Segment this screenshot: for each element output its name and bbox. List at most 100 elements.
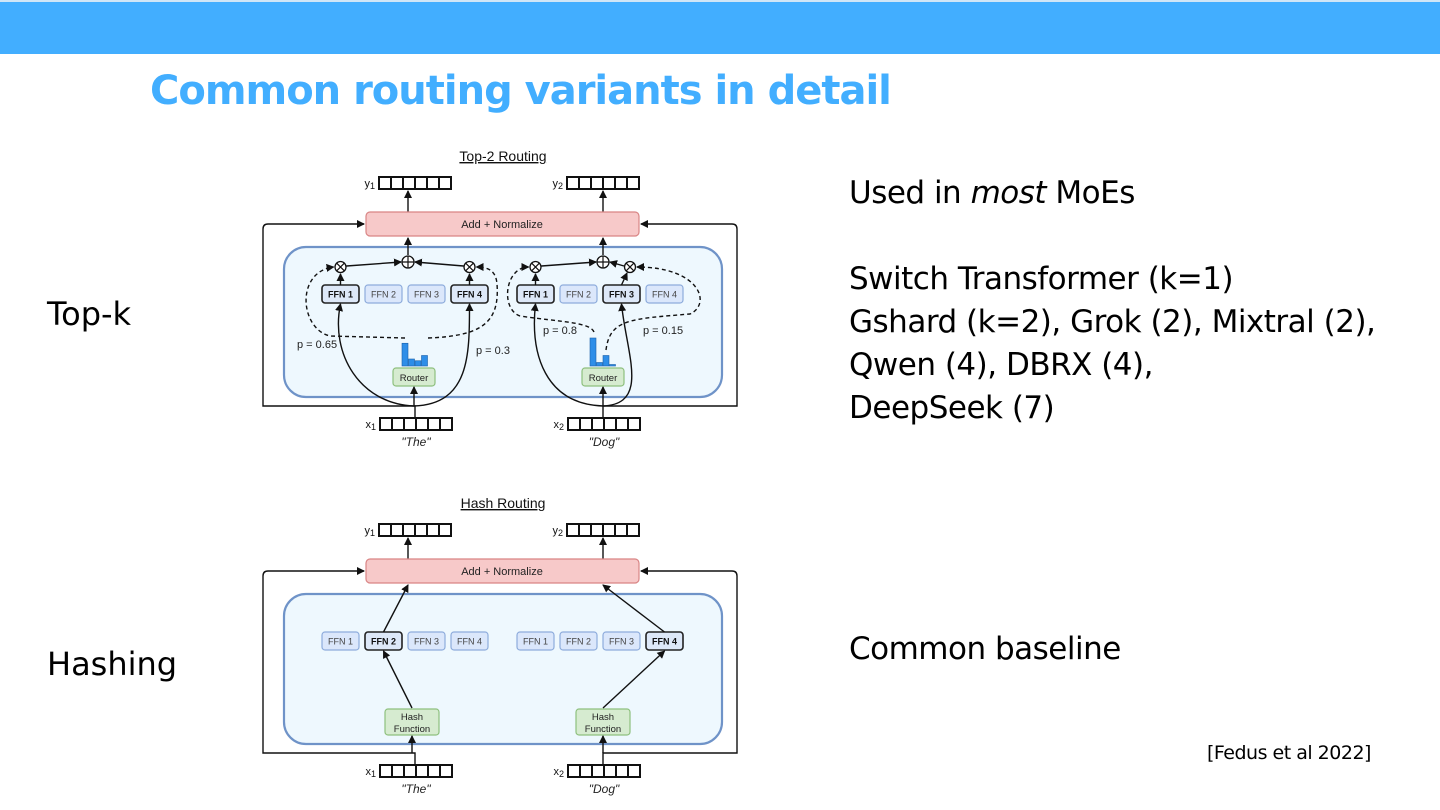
- hash-right-ffn-2: [559, 631, 598, 651]
- topk-note-used-in: Used in most MoEs: [849, 175, 1135, 211]
- hash-left-ffn-1: [321, 631, 360, 651]
- slide-title: Common routing variants in detail: [150, 68, 892, 114]
- right-ffn-label: FFN 4: [652, 290, 677, 300]
- output-vector-y1-cell: [414, 176, 428, 190]
- hash-left-ffn-label: FFN 2: [371, 637, 396, 647]
- left-ffn-label: FFN 2: [371, 290, 396, 300]
- input-vector-x2-cell: [579, 417, 593, 431]
- row-label-topk: Top-k: [47, 295, 132, 333]
- right-gate-1-x: [531, 262, 540, 272]
- right-prob-label-2: p = 0.15: [643, 325, 683, 337]
- add-normalize-label: Add + Normalize: [461, 219, 543, 231]
- output-vector-y1-cell: [390, 176, 404, 190]
- input-vector-x2-cell: [615, 417, 629, 431]
- hash-left-ffn-label: FFN 3: [414, 637, 439, 647]
- input-vector-x2-label: x2: [553, 419, 564, 432]
- right-gate1-to-sum: [541, 258, 597, 267]
- input-vector-x1-cell: [439, 417, 453, 431]
- input-vector-x2-cell: [567, 764, 581, 778]
- emphasis-most: most: [970, 175, 1047, 211]
- input-vector-x2-cell: [615, 764, 629, 778]
- right-prob-1: [506, 263, 595, 333]
- right-ffn-label: FFN 1: [523, 290, 548, 300]
- left-prob-1: [305, 263, 406, 339]
- output-vector-y2-cell: [614, 176, 628, 190]
- hash-left-to-addnorm: [382, 584, 409, 633]
- left-router-bar: [414, 360, 422, 367]
- left-gate1-to-sum: [346, 258, 402, 267]
- left-router-bar: [401, 342, 409, 367]
- input-vector-x1-label: x1: [365, 766, 376, 779]
- output-vector-y1-cell: [426, 523, 440, 537]
- residual-right: [602, 220, 738, 424]
- output-vector-y2-label: y2: [552, 525, 563, 538]
- output-vector-y2-cell: [602, 176, 616, 190]
- output-vector-y2-cell: [590, 523, 604, 537]
- left-sum-plus: [402, 256, 414, 268]
- input-vector-x1-cell: [403, 417, 417, 431]
- left-ffn-3: [407, 284, 446, 304]
- input-vector-x1-cell: [415, 417, 429, 431]
- topk-models-list: Switch Transformer (k=1) Gshard (k=2), G…: [849, 258, 1376, 430]
- output-vector-y2-cell: [566, 176, 580, 190]
- right-prob-3: [605, 263, 701, 351]
- output-vector-y1-label: y1: [364, 525, 375, 538]
- hash-left-ffn-4: [450, 631, 489, 651]
- output-vector-y2-cell: [602, 523, 616, 537]
- left-ffn-label: FFN 4: [457, 290, 482, 300]
- output-vector-y2-cell: [566, 523, 580, 537]
- model-line: Gshard (k=2), Grok (2), Mixtral (2),: [849, 304, 1376, 340]
- hash-left-hash-label-1: Hash: [401, 712, 423, 723]
- right-router-bar: [589, 337, 597, 367]
- input-vector-x2-cell: [591, 764, 605, 778]
- right-ffn-label: FFN 2: [566, 290, 591, 300]
- residual-right: [602, 567, 738, 771]
- hash-right-route: [602, 650, 666, 709]
- output-vector-y2-cell: [590, 176, 604, 190]
- input-vector-x1-cell: [379, 417, 393, 431]
- left-prob-4: [427, 263, 498, 339]
- right-ffn3-to-gate: [620, 272, 628, 286]
- left-ffn-label: FFN 1: [328, 290, 353, 300]
- left-gate-1-x: [336, 262, 345, 272]
- left-ffn-label: FFN 3: [414, 290, 439, 300]
- input-vector-x2-label: x2: [553, 766, 564, 779]
- input-vector-x1-label: x1: [365, 419, 376, 432]
- left-router-bar: [421, 355, 428, 367]
- diagram-title: Hash Routing: [461, 495, 546, 511]
- add-normalize-box: [365, 211, 640, 237]
- right-sum-plus: [597, 256, 609, 268]
- hashing-note: Common baseline: [849, 631, 1121, 667]
- hash-right-to-addnorm: [602, 584, 665, 633]
- output-vector-y2-cell: [614, 523, 628, 537]
- input-vector-x2-cell: [627, 764, 641, 778]
- left-prob-label-2: p = 0.3: [476, 345, 510, 357]
- input-vector-x1-cell: [415, 764, 429, 778]
- diagram-title: Top-2 Routing: [459, 148, 546, 164]
- output-vector-y2-label: y2: [552, 178, 563, 191]
- citation: [Fedus et al 2022]: [1207, 742, 1371, 764]
- right-ffn-4: [645, 284, 684, 304]
- input-vector-x1-cell: [391, 417, 405, 431]
- right-router-bar: [602, 355, 610, 367]
- add-normalize-box: [365, 558, 640, 584]
- output-vector-y1-cell: [390, 523, 404, 537]
- hash-left-route: [382, 650, 413, 709]
- left-prob-label-1: p = 0.65: [297, 339, 337, 351]
- right-gate-3-x: [625, 262, 635, 272]
- hash-left-ffn-label: FFN 4: [457, 637, 482, 647]
- output-vector-y1-cell: [402, 176, 416, 190]
- input-vector-x2-cell: [603, 764, 617, 778]
- output-vector-y1-cell: [402, 523, 416, 537]
- output-vector-y1-cell: [378, 523, 392, 537]
- token-the: "The": [401, 782, 431, 796]
- right-ffn-label: FFN 3: [609, 290, 634, 300]
- input-vector-x1-cell: [403, 764, 417, 778]
- row-label-hashing: Hashing: [47, 645, 178, 683]
- hash-right-hash-label-2: Function: [585, 724, 621, 735]
- left-ffn-2: [364, 284, 403, 304]
- left-route-ffn1: [335, 303, 415, 407]
- output-vector-y1-cell: [438, 176, 452, 190]
